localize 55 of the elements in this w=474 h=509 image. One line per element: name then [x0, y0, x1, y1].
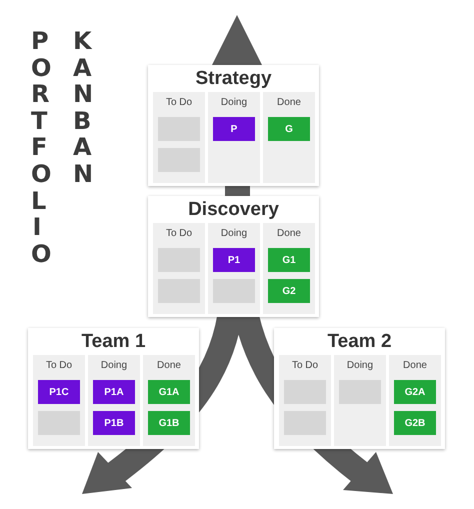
kanban-board [274, 328, 445, 449]
board-column [208, 92, 260, 183]
column-header: Done [403, 360, 427, 372]
task-card: G1 [268, 248, 310, 272]
empty-card [213, 279, 255, 303]
board-title: Team 2 [327, 331, 392, 353]
empty-card [158, 148, 200, 172]
task-card: G2 [268, 279, 310, 303]
column-header: Doing [100, 360, 128, 372]
task-card: P1 [213, 248, 255, 272]
column-header: To Do [292, 360, 318, 372]
board-column [389, 355, 441, 446]
column-header: To Do [166, 97, 192, 109]
task-card: G2B [394, 411, 436, 435]
task-card: G2A [394, 380, 436, 404]
task-card: G1B [148, 411, 190, 435]
task-card: P1B [93, 411, 135, 435]
task-card: P1C [38, 380, 80, 404]
task-card: P [213, 117, 255, 141]
column-header: Doing [220, 228, 248, 240]
column-header: To Do [166, 228, 192, 240]
task-card: G1A [148, 380, 190, 404]
column-header: To Do [46, 360, 72, 372]
column-header: Done [157, 360, 181, 372]
board-column [334, 355, 386, 446]
kanban-board [148, 196, 319, 317]
empty-card [158, 117, 200, 141]
empty-card [284, 411, 326, 435]
column-header: Done [277, 228, 301, 240]
empty-card [158, 279, 200, 303]
board-title: Discovery [188, 199, 279, 221]
board-column [153, 92, 205, 183]
board-column [279, 355, 331, 446]
board-column [33, 355, 85, 446]
kanban-board [28, 328, 199, 449]
empty-card [158, 248, 200, 272]
board-column [263, 223, 315, 314]
board-title: Strategy [195, 68, 272, 90]
empty-card [38, 411, 80, 435]
vertical-title: PORTFOLIO [30, 28, 57, 268]
empty-card [284, 380, 326, 404]
board-title: Team 1 [81, 331, 146, 353]
task-card: P1A [93, 380, 135, 404]
column-header: Doing [346, 360, 374, 372]
kanban-board [148, 65, 319, 186]
task-card: G [268, 117, 310, 141]
board-column [88, 355, 140, 446]
column-header: Done [277, 97, 301, 109]
column-header: Doing [220, 97, 248, 109]
board-column [143, 355, 195, 446]
board-column [208, 223, 260, 314]
board-column [153, 223, 205, 314]
vertical-title: KANBAN [72, 28, 99, 188]
empty-card [339, 380, 381, 404]
board-column [263, 92, 315, 183]
